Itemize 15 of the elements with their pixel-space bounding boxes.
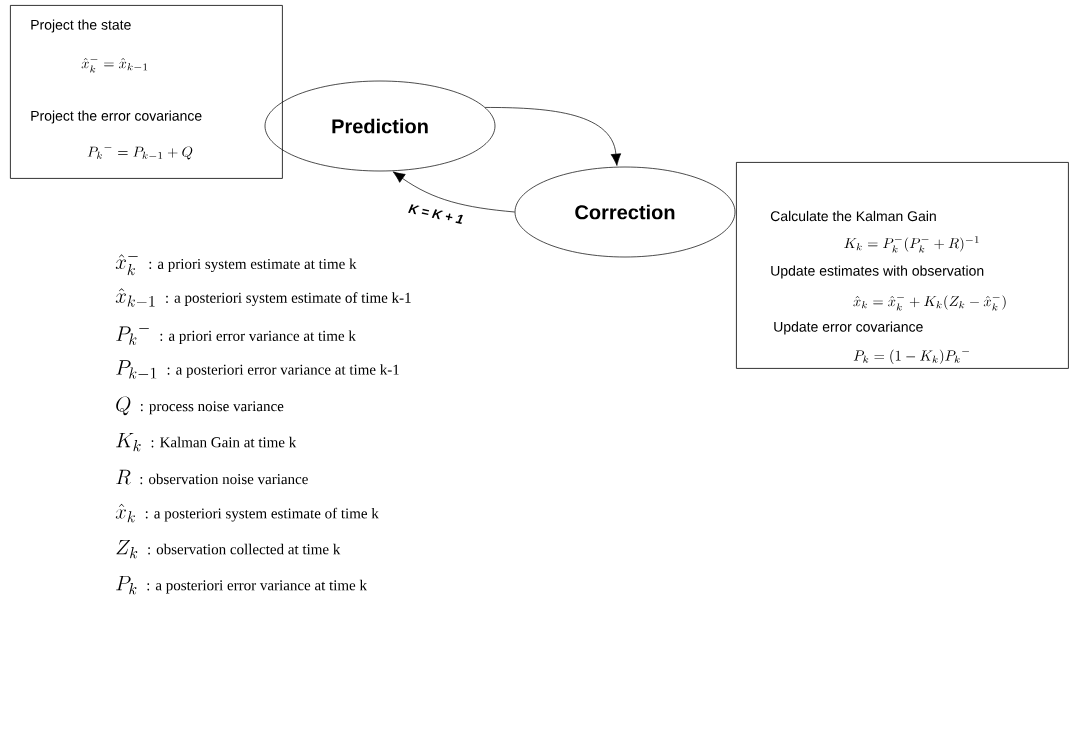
definition-line: $P_k$ : a posteriori error variance at time k <box>116 575 367 595</box>
definition-line: $Z_k$ : observation collected at time k <box>116 539 341 559</box>
definition-line: $K_k$ : Kalman Gain at time k <box>116 432 297 452</box>
arrow <box>392 171 515 213</box>
definition-line: $\hat{x}_{k-1}$ : a posteriori system estimate of time k-1 <box>115 288 411 307</box>
definition-line: $\hat{x}_k^-$ : a priori system estimate at time k <box>115 254 357 276</box>
process-box: Calculate the Kalman Gain $K_k = P_k^-(P_k^- + R)^{-1}$ Update estimates with observation $\hat{x}_k = \hat{x}_k^- + K_k(Z_k - \hat{x}_k^-)$ Update error covariance $P_k = (1 - K_k){P_k}^-$ <box>736 162 1069 369</box>
definition-line: $\hat{x}_k$ : a posteriori system estimate of time k <box>115 503 379 523</box>
definition-line: ${P_k}^-$ : a priori error variance at time k <box>116 326 356 345</box>
definition-line: $P_{k-1}$ : a posteriori error variance at time k-1 <box>116 360 399 379</box>
definition-line: $R$ : observation noise variance <box>116 469 308 485</box>
definition-line: $Q$ : process noise variance <box>116 396 284 416</box>
arrow <box>484 107 622 166</box>
edge-label: K = K + 1 <box>406 202 466 226</box>
process-box: Project the state $\hat{x}_k^- = \hat{x}_{k-1}$ Project the error covariance ${P_k}^- = P_{k-1} + Q$ <box>10 5 283 179</box>
